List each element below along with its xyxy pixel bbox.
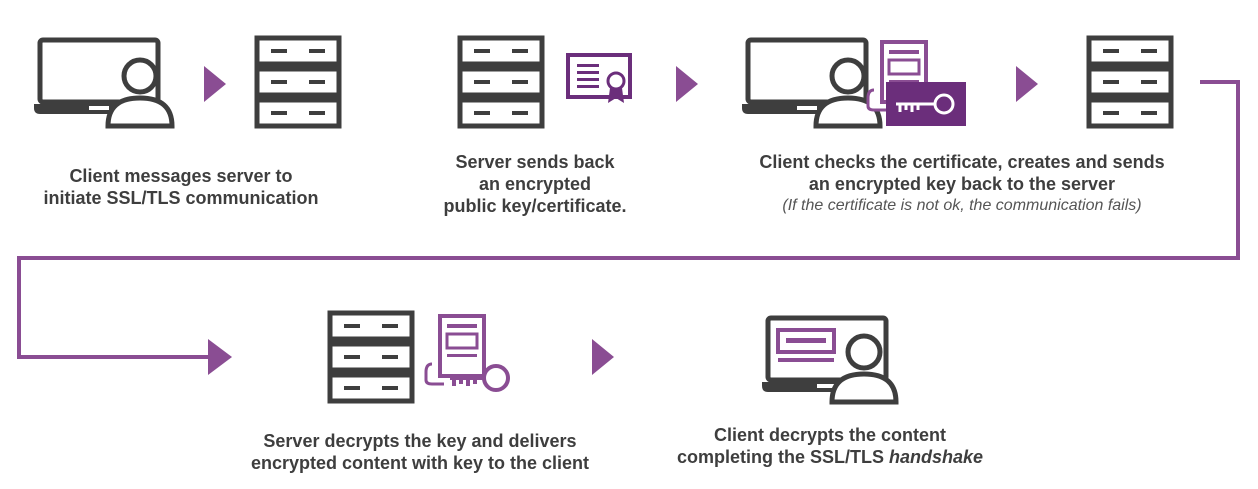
step3-key-card-icon (886, 82, 966, 126)
step4-server-icon (327, 310, 415, 404)
step1-server-icon (254, 35, 342, 129)
step5-user-icon (829, 333, 899, 405)
step4-document-icon (424, 314, 486, 386)
step5-caption-line: Client decrypts the content (713, 425, 947, 445)
step5-screen-content-icon (776, 328, 836, 362)
step1-caption-line: Client messages server to (69, 166, 293, 186)
step2-caption-line: Server sends back (455, 152, 615, 172)
step2-caption-line: an encrypted (478, 174, 592, 194)
step4-caption: Server decrypts the key and delivers enc… (210, 430, 630, 474)
step5-caption-line: completing the SSL/TLS handshake (650, 446, 1010, 468)
step2-server-icon (457, 35, 545, 129)
step1-caption-line: initiate SSL/TLS communication (43, 188, 319, 208)
flow-arrow-2 (676, 66, 698, 102)
step1-user-icon (105, 57, 175, 129)
flow-arrow-4 (208, 339, 232, 375)
step3-caption-line: Client checks the certificate, creates a… (759, 152, 1165, 172)
step2-caption-line: public key/certificate. (443, 196, 627, 216)
flow-connector-line (17, 80, 1240, 359)
flow-arrow-1 (204, 66, 226, 102)
step5-caption: Client decrypts the content completing t… (650, 424, 1010, 468)
step3-server-icon (1086, 35, 1174, 129)
step4-caption-line: Server decrypts the key and delivers (263, 431, 577, 451)
step5-caption-italic: handshake (888, 447, 984, 467)
step3-user-icon (813, 57, 883, 129)
step4-key-icon (450, 364, 510, 392)
step3-caption-line: an encrypted key back to the server (808, 174, 1116, 194)
step5-caption-prefix: completing the SSL/TLS (676, 447, 889, 467)
step2-certificate-icon (566, 53, 632, 103)
step3-caption-note: (If the certificate is not ok, the commu… (782, 197, 1142, 214)
step3-caption: Client checks the certificate, creates a… (712, 151, 1212, 217)
step1-caption: Client messages server to initiate SSL/T… (22, 165, 340, 209)
step2-caption: Server sends back an encrypted public ke… (425, 151, 645, 217)
flow-arrow-3 (1016, 66, 1038, 102)
step4-caption-line: encrypted content with key to the client (250, 453, 590, 473)
flow-arrow-5 (592, 339, 614, 375)
